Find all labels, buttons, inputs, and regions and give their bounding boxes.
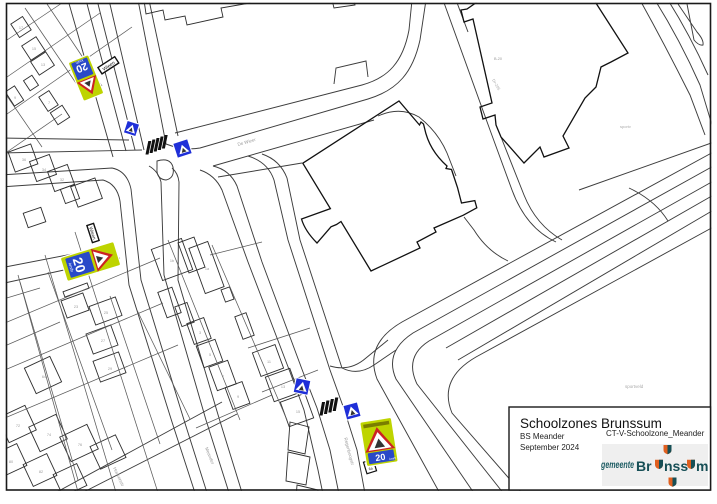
svg-text:25: 25 (104, 311, 108, 315)
svg-text:27: 27 (101, 339, 105, 343)
svg-text:3: 3 (199, 331, 201, 335)
svg-text:September 2024: September 2024 (520, 443, 580, 452)
svg-text:20: 20 (74, 60, 89, 76)
svg-text:64: 64 (42, 375, 46, 379)
svg-text:6a: 6a (368, 466, 373, 471)
svg-text:CT-V-Schoolzone_Meander: CT-V-Schoolzone_Meander (606, 429, 705, 438)
svg-text:1a: 1a (205, 267, 210, 271)
svg-text:13: 13 (41, 63, 45, 67)
svg-text:Wieen: Wieen (88, 226, 97, 240)
svg-text:20: 20 (70, 256, 89, 275)
svg-text:29: 29 (108, 367, 112, 371)
svg-text:Schoolzones Brunssum: Schoolzones Brunssum (520, 416, 662, 431)
svg-text:76: 76 (78, 443, 82, 447)
svg-text:15: 15 (32, 47, 36, 51)
svg-text:23: 23 (74, 305, 78, 309)
svg-text:34: 34 (42, 168, 46, 172)
svg-text:74: 74 (47, 433, 51, 437)
svg-text:7: 7 (222, 375, 224, 379)
svg-text:5: 5 (209, 353, 211, 357)
svg-text:17: 17 (19, 26, 23, 30)
svg-text:nss: nss (664, 458, 688, 474)
svg-text:15: 15 (296, 410, 300, 414)
svg-text:72: 72 (16, 424, 20, 428)
svg-text:9: 9 (237, 395, 239, 399)
svg-text:B-20: B-20 (494, 57, 502, 61)
svg-text:km/h: km/h (75, 58, 84, 65)
svg-text:13: 13 (281, 385, 285, 389)
svg-text:Br: Br (636, 458, 652, 474)
svg-text:1b: 1b (170, 259, 174, 263)
svg-text:gemeente: gemeente (600, 460, 634, 471)
svg-text:km/h: km/h (67, 262, 75, 273)
svg-text:m: m (696, 458, 708, 474)
svg-text:sportveld: sportveld (625, 384, 644, 389)
svg-text:11: 11 (267, 360, 271, 364)
svg-text:km/h: km/h (389, 456, 397, 461)
svg-text:De Wieer: De Wieer (237, 137, 257, 147)
svg-text:Meander: Meander (204, 447, 215, 466)
svg-text:sportv: sportv (620, 124, 631, 129)
svg-text:BS Meander: BS Meander (520, 432, 565, 441)
svg-text:9: 9 (14, 96, 16, 100)
svg-text:80: 80 (9, 460, 13, 464)
svg-text:36: 36 (22, 158, 26, 162)
svg-text:Dr-205: Dr-205 (491, 78, 502, 92)
svg-text:32: 32 (60, 178, 64, 182)
svg-text:20: 20 (375, 452, 386, 463)
svg-text:82: 82 (39, 470, 43, 474)
svg-text:7: 7 (48, 101, 50, 105)
